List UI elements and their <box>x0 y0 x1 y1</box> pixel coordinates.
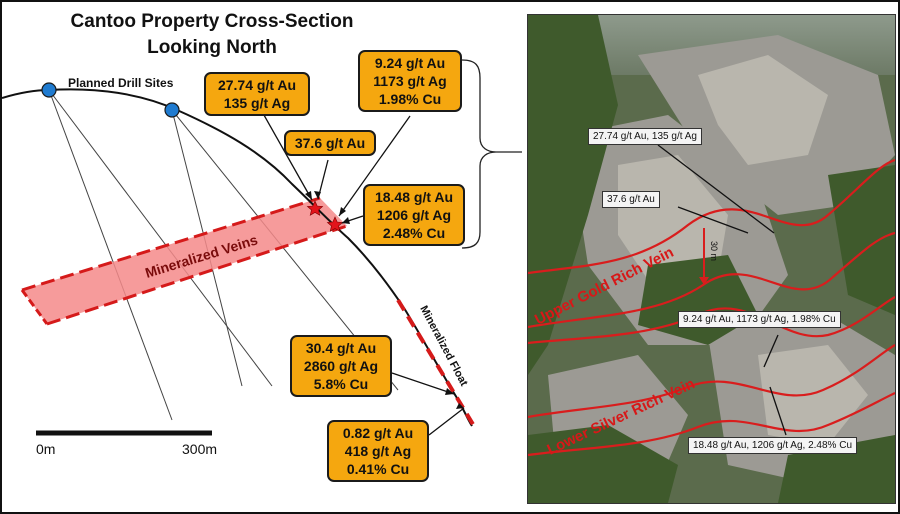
distance-arrowhead <box>699 277 709 285</box>
arrowhead <box>339 207 346 216</box>
lower-vein-top <box>528 296 895 345</box>
lower-vein-mid <box>528 344 895 419</box>
assay-line: 2860 g/t Ag <box>303 358 379 374</box>
assay-line: 9.24 g/t Au <box>374 55 446 71</box>
photo-label-27-74: 27.74 g/t Au, 135 g/t Ag <box>588 128 702 145</box>
upper-vein-top <box>528 158 895 275</box>
tree-patch <box>828 165 895 315</box>
photo-label-18-48: 18.48 g/t Au, 1206 g/t Ag, 2.48% Cu <box>688 437 858 454</box>
photo-bracket <box>461 59 522 249</box>
distance-label: 30 m <box>709 241 719 261</box>
arrowhead <box>305 191 312 200</box>
photo-vein-lines <box>528 158 895 457</box>
assay-line: 1173 g/t Ag <box>373 73 447 89</box>
figure-title-line2: Looking North <box>147 37 277 58</box>
assay-box-27-74: 27.74 g/t Au 135 g/t Ag <box>204 72 310 116</box>
outcrop-photo: 30 m Upper Gold Rich Vein Lower Silver R… <box>527 14 896 504</box>
assay-line: 135 g/t Ag <box>223 95 291 111</box>
tree-patch <box>528 425 678 503</box>
photo-leader <box>657 144 775 234</box>
photo-label-37-6: 37.6 g/t Au <box>602 191 660 208</box>
vein-west-edge <box>20 289 49 325</box>
photo-label-9-24: 9.24 g/t Au, 1173 g/t Ag, 1.98% Cu <box>678 311 841 328</box>
leader-line <box>428 407 465 436</box>
assay-line: 18.48 g/t Au <box>374 189 454 205</box>
vein-band <box>22 198 347 324</box>
assay-line: 1206 g/t Ag <box>376 207 452 223</box>
photo-leader <box>763 334 779 368</box>
drill-lines <box>48 89 399 421</box>
scale-end-label: 300m <box>182 441 217 457</box>
arrowhead <box>456 403 464 409</box>
drill-line <box>48 89 173 421</box>
assay-line: 5.8% Cu <box>313 376 369 392</box>
scale-start-label: 0m <box>36 441 55 457</box>
assay-line: 1.98% Cu <box>378 91 442 107</box>
drill-site-2 <box>164 102 180 118</box>
assay-line: 0.41% Cu <box>346 461 410 477</box>
arrowhead <box>445 388 454 395</box>
outcrop-photo-drawing: 30 m Upper Gold Rich Vein Lower Silver R… <box>528 15 895 503</box>
sample-star-1 <box>306 200 324 216</box>
leader-line <box>338 115 411 217</box>
photo-leader <box>677 206 749 234</box>
rock-highlight <box>698 55 828 165</box>
assay-box-9-24: 9.24 g/t Au 1173 g/t Ag 1.98% Cu <box>358 50 462 112</box>
arrowhead <box>314 191 321 199</box>
photo-leader <box>769 386 787 436</box>
assay-box-0-82: 0.82 g/t Au 418 g/t Ag 0.41% Cu <box>327 420 429 482</box>
assay-line: 418 g/t Ag <box>344 443 412 459</box>
cross-section: Planned Drill Sites Mineralized Veins Mi… <box>2 59 522 457</box>
assay-line: 0.82 g/t Au <box>342 425 414 441</box>
assay-box-18-48: 18.48 g/t Au 1206 g/t Ag 2.48% Cu <box>363 184 465 246</box>
vein-lower-contact <box>46 224 348 326</box>
lower-vein-bottom <box>528 392 895 457</box>
drill-line <box>48 89 273 387</box>
vein-upper-contact <box>21 196 321 292</box>
float-dashes <box>396 298 476 428</box>
leader-arrowheads <box>305 191 464 409</box>
upper-vein-bottom <box>528 231 895 329</box>
planned-drill-sites-label: Planned Drill Sites <box>68 76 174 90</box>
tree-patch <box>528 15 618 375</box>
assay-line: 37.6 g/t Au <box>294 135 366 151</box>
assay-box-30-4: 30.4 g/t Au 2860 g/t Ag 5.8% Cu <box>290 335 392 397</box>
sample-star-2 <box>326 216 344 232</box>
leader-line <box>391 372 455 395</box>
drill-site-1 <box>41 82 57 98</box>
assay-line: 2.48% Cu <box>382 225 446 241</box>
assay-line: 27.74 g/t Au <box>217 77 297 93</box>
arrowhead <box>342 217 350 224</box>
assay-line: 30.4 g/t Au <box>305 340 377 356</box>
photo-leaders <box>657 144 787 436</box>
assay-box-37-6: 37.6 g/t Au <box>284 130 376 156</box>
figure-title-line1: Cantoo Property Cross-Section <box>70 11 354 32</box>
